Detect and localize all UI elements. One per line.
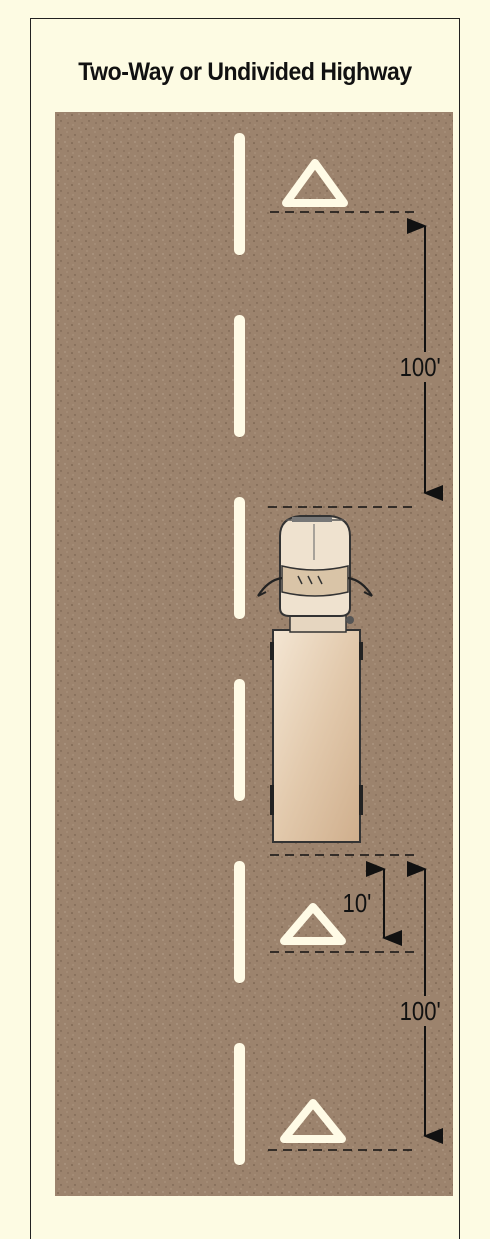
warning-triangle-icon	[282, 159, 348, 207]
front-distance-label: 100'	[397, 352, 443, 382]
diagram-title: Two-Way or Undivided Highway	[78, 58, 412, 86]
truck-icon	[257, 515, 373, 843]
reference-lines	[268, 211, 418, 1151]
rear-near-distance-label: 10'	[340, 888, 374, 918]
warning-triangle-icon	[280, 903, 346, 945]
rear-far-distance-label: 100'	[397, 996, 443, 1026]
center-lane-marking	[234, 133, 245, 1165]
warning-triangle-icon	[280, 1099, 346, 1143]
road-surface	[55, 112, 453, 1196]
